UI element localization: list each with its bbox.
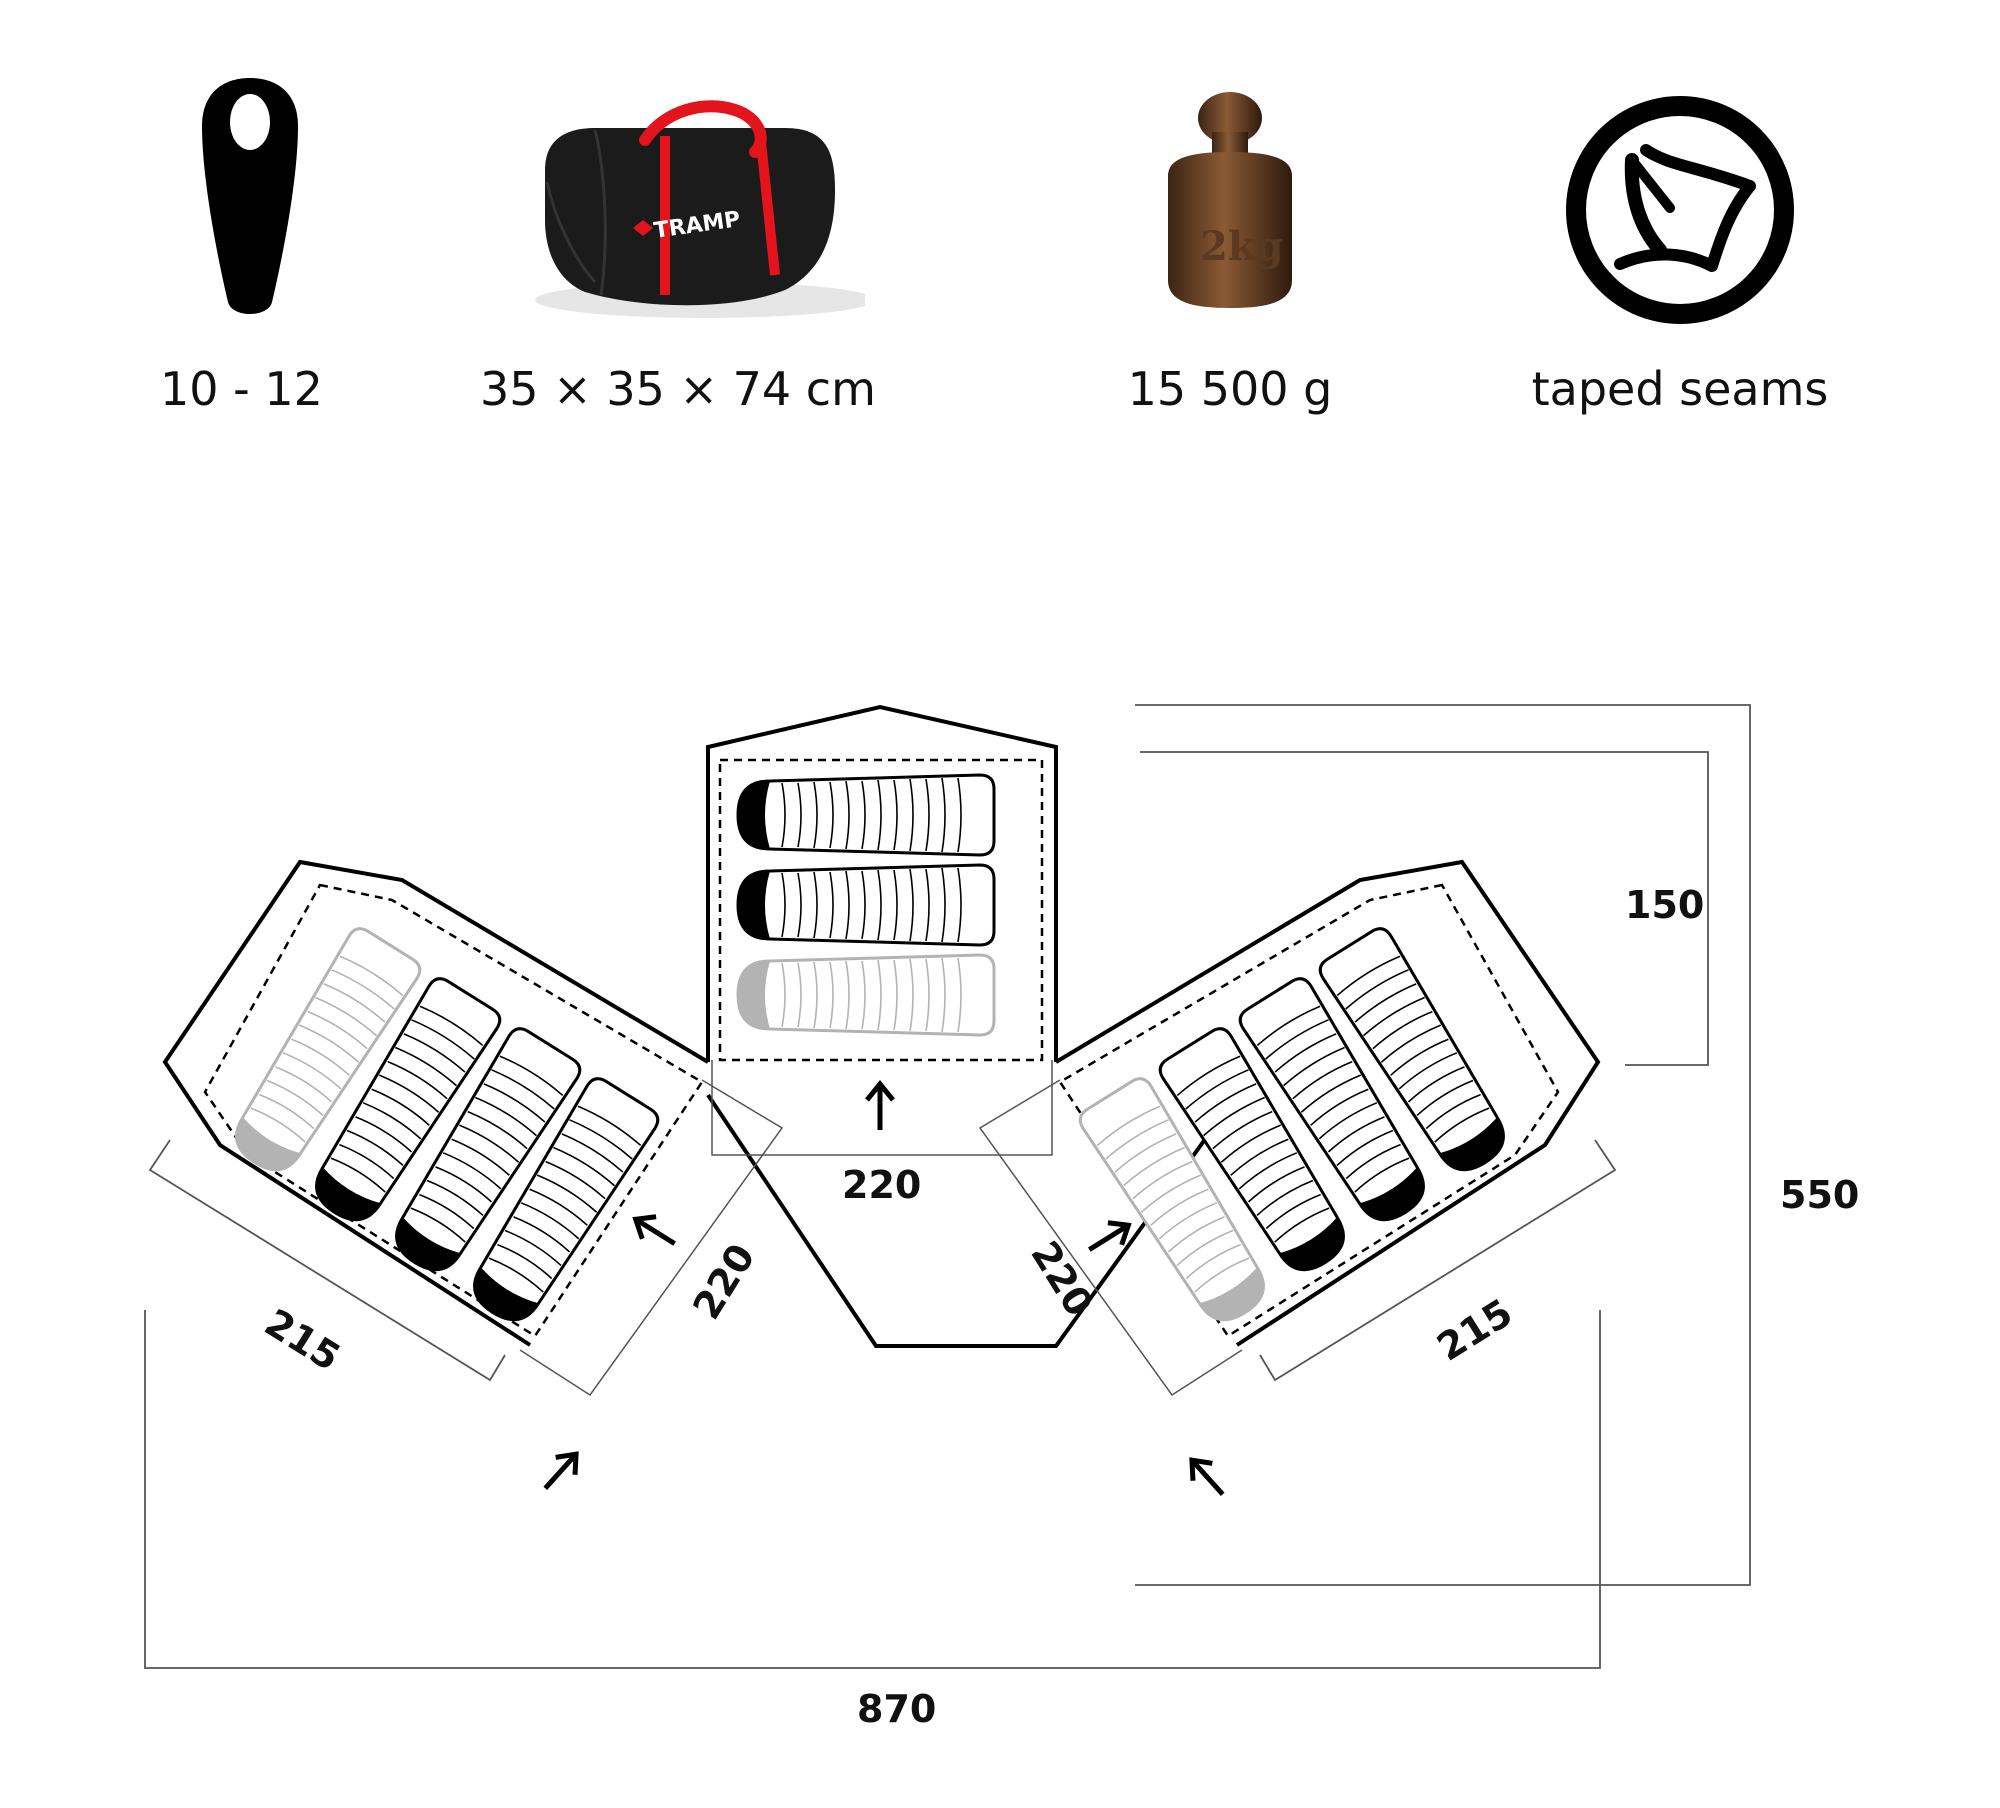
dim-left-room-length: 215 [257,1300,348,1379]
center-bedroom-outline [706,704,1058,1062]
dim-total-width: 870 [857,1687,936,1731]
weight-mark-text: 2kg [1200,223,1284,270]
seams-label: taped seams [1531,362,1829,416]
carry-bag-icon: TRAMP [535,100,865,318]
person-capacity-icon [202,78,298,314]
right-vestibule [978,1079,1243,1397]
left-bedroom-outline [162,859,710,1347]
left-bedroom-inner [203,883,704,1338]
dim-right-room-length: 215 [1429,1290,1520,1369]
center-vestibule [711,1060,1053,1156]
weight-icon: 2kg [1168,92,1292,308]
dim-total-depth: 550 [1780,1173,1859,1217]
persons-label: 10 - 12 [160,362,323,416]
entrance-arrow [629,1208,682,1254]
entrance-arrow [1082,1214,1135,1260]
sleeping-bag [736,863,996,947]
dim-center-room-width: 220 [842,1163,921,1207]
dimension-lines [144,704,1751,1669]
sleeping-bag [736,953,996,1037]
sleeping-bag [736,773,996,857]
taped-seams-icon [1566,96,1794,324]
entrance-arrow [1182,1451,1232,1503]
entrance-arrow [536,1445,586,1497]
dim-left-room-width: 220 [684,1236,763,1327]
pack-size-label: 35 × 35 × 74 cm [480,362,876,416]
right-bedroom-outline [1054,859,1601,1347]
right-bedroom-inner [1058,883,1560,1338]
entrance-arrow [867,1084,893,1130]
dim-center-room-depth: 150 [1625,883,1704,927]
left-vestibule [519,1079,784,1397]
weight-label: 15 500 g [1127,362,1333,416]
center-bedroom-inner [718,758,1044,1062]
